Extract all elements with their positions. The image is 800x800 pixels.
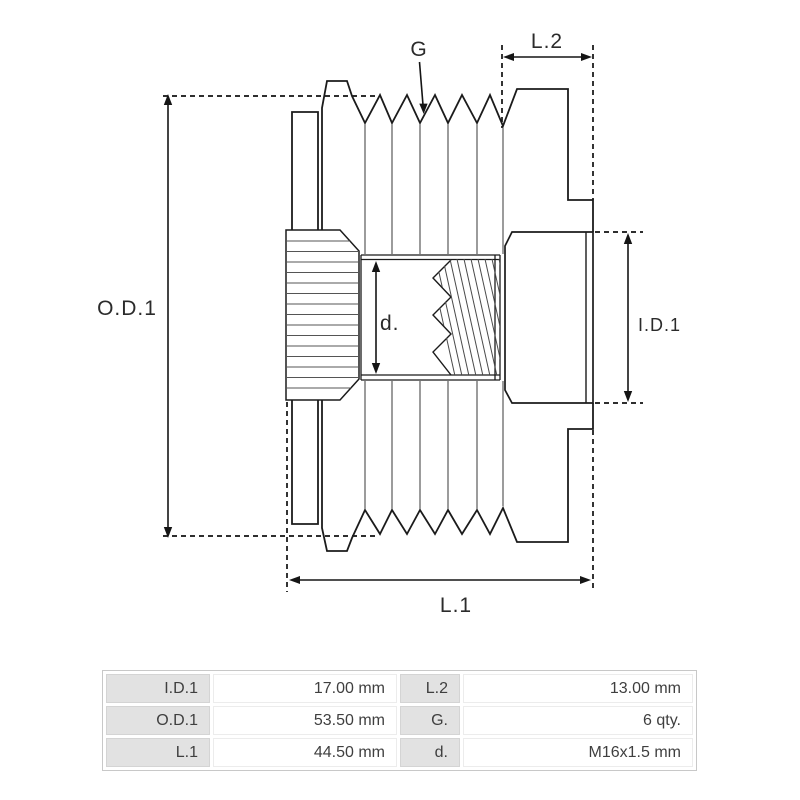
- spec-value: 6 qty.: [463, 706, 693, 735]
- arrowhead-down-icon: [371, 363, 381, 374]
- dimension-label-id1: I.D.1: [638, 315, 681, 335]
- spec-key: d.: [400, 738, 460, 767]
- arrowhead-down-icon: [419, 103, 428, 114]
- spec-key: O.D.1: [106, 706, 210, 735]
- arrowhead-down-icon: [163, 527, 173, 538]
- body-bottom-profile: [291, 400, 594, 552]
- dim-id1: I.D.1: [623, 233, 681, 402]
- spec-row: L.1 44.50 mm d. M16x1.5 mm: [106, 738, 693, 767]
- dim-g: G: [410, 38, 428, 114]
- g-leader-line: [418, 61, 424, 106]
- spec-value: 53.50 mm: [213, 706, 397, 735]
- knurl-hatching: [286, 240, 359, 389]
- spec-value: 13.00 mm: [463, 674, 693, 703]
- arrowhead-down-icon: [623, 391, 633, 402]
- dim-l1: L.1: [289, 576, 591, 617]
- spec-key: L.1: [106, 738, 210, 767]
- arrowhead-right-icon: [581, 53, 592, 61]
- knurled-hub: [285, 229, 360, 401]
- dimension-label-d: d.: [380, 312, 400, 335]
- pulley-body-outline: [291, 80, 594, 552]
- dimension-label-od1: O.D.1: [97, 297, 157, 320]
- dim-d: d.: [371, 261, 400, 374]
- spec-key: L.2: [400, 674, 460, 703]
- bearing-hub: [504, 231, 594, 404]
- groove-section-lines: [364, 124, 504, 509]
- spec-row: I.D.1 17.00 mm L.2 13.00 mm: [106, 674, 693, 703]
- pulley-technical-drawing: O.D.1 L.2 G I.D.1 d.: [97, 30, 681, 617]
- dimension-label-g: G: [410, 38, 427, 61]
- dim-l2: L.2: [503, 30, 592, 61]
- spec-value: M16x1.5 mm: [463, 738, 693, 767]
- thread-break-zigzag: [432, 259, 452, 376]
- arrowhead-right-icon: [580, 576, 591, 584]
- arrowhead-up-icon: [163, 94, 173, 105]
- arrowhead-left-icon: [503, 53, 514, 61]
- spec-key: G.: [400, 706, 460, 735]
- arrowhead-up-icon: [623, 233, 633, 244]
- dim-od1: O.D.1: [97, 94, 173, 538]
- arrowhead-left-icon: [289, 576, 300, 584]
- dimension-label-l1: L.1: [440, 594, 472, 617]
- dimension-extension-lines: [163, 45, 643, 592]
- arrowhead-up-icon: [371, 261, 381, 272]
- bearing-hub-outline: [504, 231, 594, 404]
- body-top-profile: [291, 80, 594, 232]
- threaded-bore: [360, 254, 501, 381]
- spec-value: 44.50 mm: [213, 738, 397, 767]
- dimension-label-l2: L.2: [531, 30, 563, 53]
- spec-key: I.D.1: [106, 674, 210, 703]
- spec-row: O.D.1 53.50 mm G. 6 qty.: [106, 706, 693, 735]
- spec-table: I.D.1 17.00 mm L.2 13.00 mm O.D.1 53.50 …: [102, 670, 697, 771]
- spec-value: 17.00 mm: [213, 674, 397, 703]
